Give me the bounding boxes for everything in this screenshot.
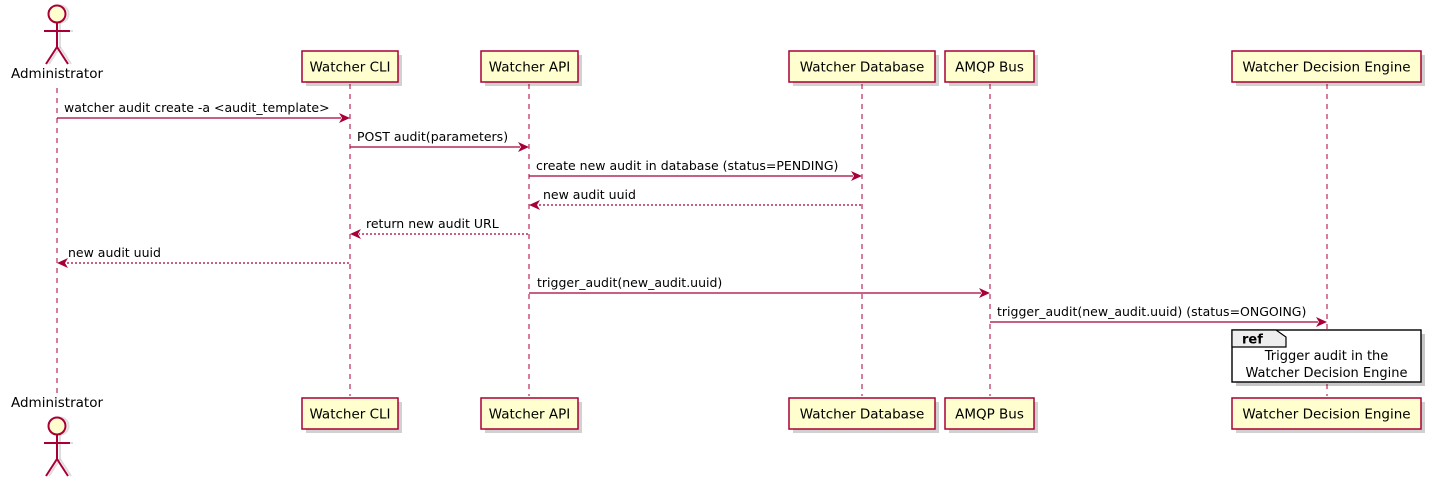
arrowhead-icon	[339, 113, 350, 123]
participant-box-amqp-bus-bottom[interactable]: AMQP Bus	[944, 397, 1038, 433]
ref-body-line-2: Watcher Decision Engine	[1246, 366, 1408, 381]
message-label-4: new audit uuid	[543, 187, 636, 202]
actor-figure-administrator-top	[44, 4, 70, 65]
messages-layer: watcher audit create -a <audit_template>…	[57, 100, 1327, 327]
message-label-5: return new audit URL	[366, 216, 499, 231]
message-label-8: trigger_audit(new_audit.uuid) (status=ON…	[997, 304, 1306, 319]
arrowhead-icon	[851, 171, 862, 181]
message-label-3: create new audit in database (status=PEN…	[536, 158, 838, 173]
participant-label-administrator-top: Administrator	[11, 66, 103, 82]
ref-body-line-1: Trigger audit in the	[1264, 349, 1389, 364]
message-1-watcher-audit-create-a-audit-template[interactable]: watcher audit create -a <audit_template>	[57, 100, 350, 123]
message-3-create-new-audit-in-database-status-pending[interactable]: create new audit in database (status=PEN…	[529, 158, 862, 181]
participant-label-watcher-cli-bottom: Watcher CLI	[309, 407, 390, 423]
participant-box-watcher-api-bottom[interactable]: Watcher API	[480, 397, 582, 433]
participant-label-watcher-database-bottom: Watcher Database	[800, 407, 925, 423]
message-7-trigger-audit-new-audit-uuid[interactable]: trigger_audit(new_audit.uuid)	[529, 275, 990, 298]
participant-label-amqp-bus-top: AMQP Bus	[955, 60, 1024, 76]
message-label-6: new audit uuid	[68, 245, 161, 260]
participant-box-watcher-database-bottom[interactable]: Watcher Database	[788, 397, 939, 433]
participant-box-watcher-cli-top[interactable]: Watcher CLI	[301, 50, 402, 86]
arrowhead-icon	[57, 258, 68, 268]
arrowhead-icon	[518, 142, 529, 152]
ref-keyword-label: ref	[1242, 333, 1263, 348]
arrowhead-icon	[350, 229, 361, 239]
participant-label-watcher-cli-top: Watcher CLI	[309, 60, 390, 76]
participant-label-watcher-decision-engine-bottom: Watcher Decision Engine	[1242, 407, 1410, 423]
participant-label-watcher-api-top: Watcher API	[489, 60, 571, 76]
participant-label-watcher-api-bottom: Watcher API	[489, 407, 571, 423]
participant-box-watcher-database-top[interactable]: Watcher Database	[788, 50, 939, 86]
participant-label-watcher-database-top: Watcher Database	[800, 60, 925, 76]
participant-label-watcher-decision-engine-top: Watcher Decision Engine	[1242, 60, 1410, 76]
lifelines-layer	[56, 84, 1328, 396]
message-2-post-audit-parameters[interactable]: POST audit(parameters)	[350, 129, 529, 152]
arrowhead-icon	[529, 200, 540, 210]
message-label-2: POST audit(parameters)	[357, 129, 508, 144]
ref-tab	[1231, 329, 1287, 348]
participant-box-watcher-decision-engine-top[interactable]: Watcher Decision Engine	[1231, 50, 1425, 86]
participant-box-watcher-cli-bottom[interactable]: Watcher CLI	[301, 397, 402, 433]
participant-label-amqp-bus-bottom: AMQP Bus	[955, 407, 1024, 423]
participant-box-watcher-decision-engine-bottom[interactable]: Watcher Decision Engine	[1231, 397, 1425, 433]
message-6-new-audit-uuid[interactable]: new audit uuid	[57, 245, 349, 268]
message-label-7: trigger_audit(new_audit.uuid)	[537, 275, 722, 290]
arrowhead-icon	[1316, 317, 1327, 327]
participant-label-administrator-bottom: Administrator	[11, 395, 103, 411]
participant-box-amqp-bus-top[interactable]: AMQP Bus	[944, 50, 1038, 86]
participant-box-watcher-api-top[interactable]: Watcher API	[480, 50, 582, 86]
message-4-new-audit-uuid[interactable]: new audit uuid	[529, 187, 861, 210]
actor-figure-administrator-bottom	[44, 416, 70, 477]
arrowhead-icon	[979, 288, 990, 298]
message-8-trigger-audit-new-audit-uuid-status-ongoing[interactable]: trigger_audit(new_audit.uuid) (status=ON…	[990, 304, 1327, 327]
message-label-1: watcher audit create -a <audit_template>	[64, 100, 330, 115]
message-5-return-new-audit-url[interactable]: return new audit URL	[350, 216, 528, 239]
